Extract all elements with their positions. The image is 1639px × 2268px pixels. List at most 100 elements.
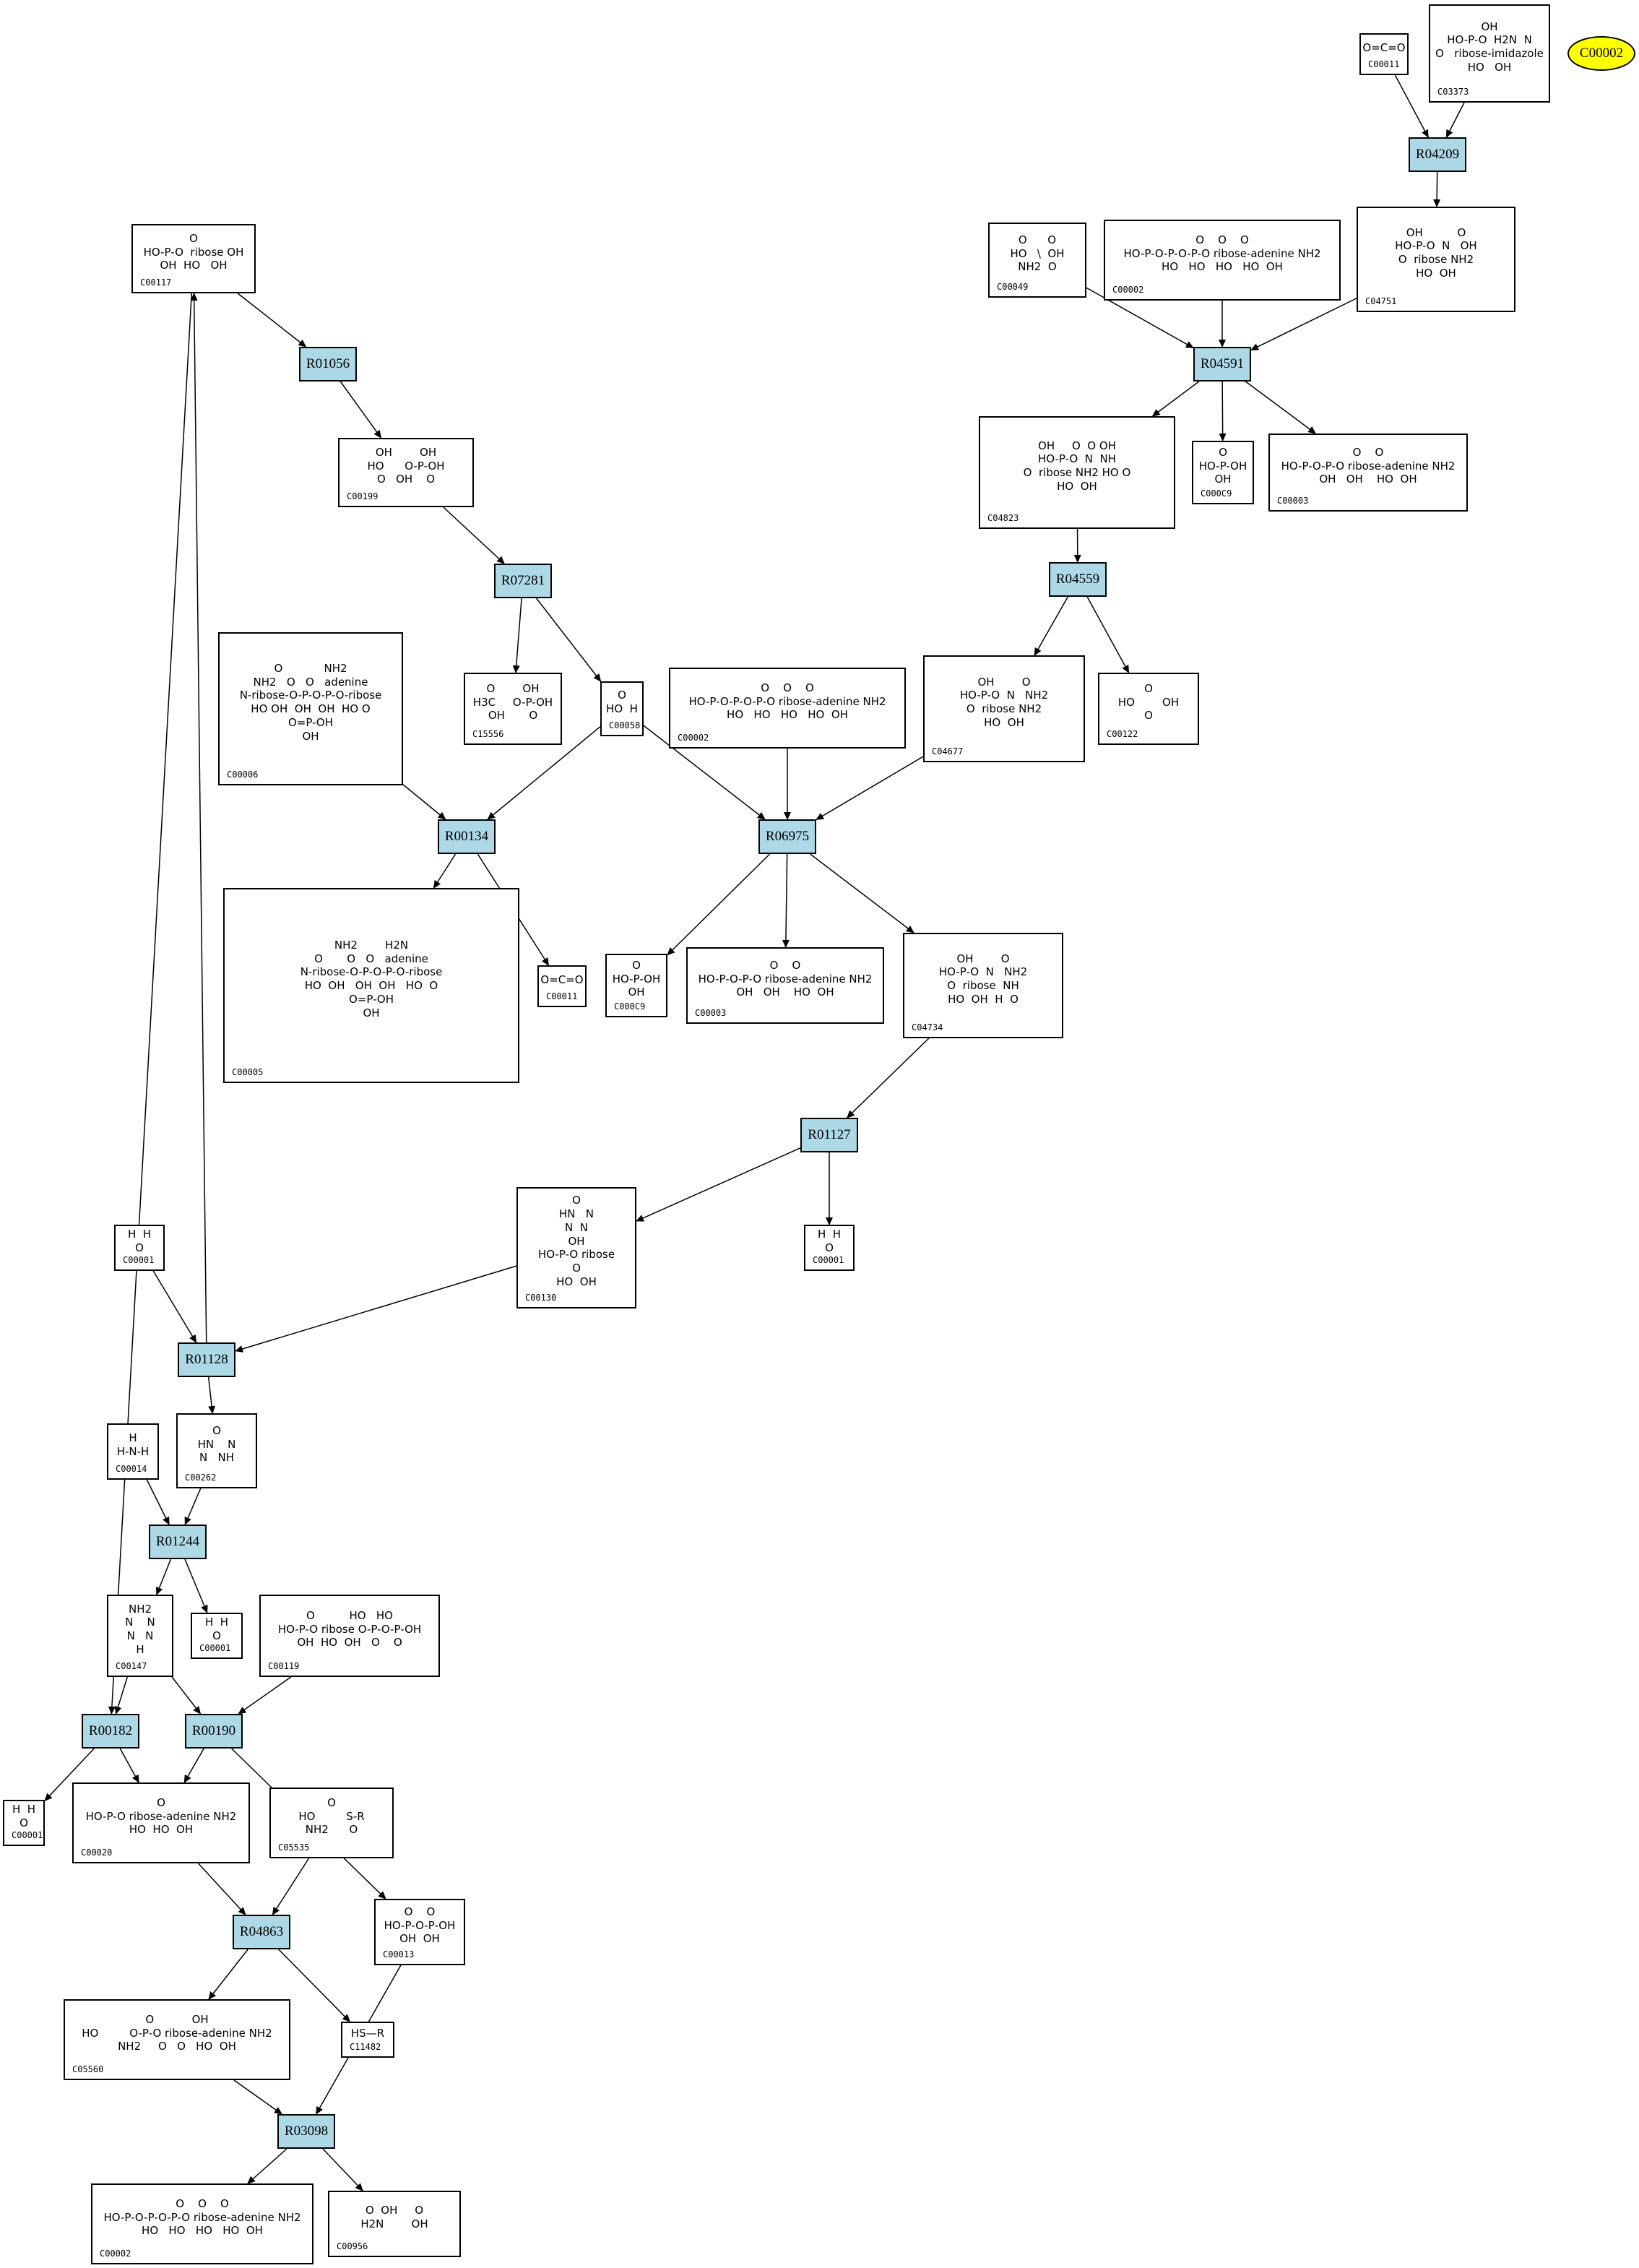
structure-aicar: OH O HO-P-O N NH2 O ribose NH2 HO OH [959, 675, 1049, 729]
compound-C00119[interactable]: O HO HO HO-P-O ribose O-P-O-P-OH OH HO O… [259, 1595, 440, 1677]
structure-dihydroxybutanone-phosphate: O OH H3C O-P-OH OH O [472, 681, 553, 723]
compound-C00001-r01128[interactable]: H H O C00001 [114, 1225, 165, 1271]
compound-id: C15556 [472, 729, 504, 739]
edge-compound-C05560-to-reaction-R03098 [233, 2079, 282, 2115]
structure-ammonia: H H-N-H [116, 1431, 150, 1458]
compound-C04677[interactable]: OH O HO-P-O N NH2 O ribose NH2 HO OH C04… [923, 655, 1085, 762]
compound-C00130[interactable]: O HN N N N OH HO-P-O ribose O HO OH C001… [516, 1187, 636, 1308]
compound-C00262[interactable]: O HN N N NH C00262 [176, 1413, 257, 1488]
reaction-R04559[interactable]: R04559 [1049, 562, 1107, 597]
compound-C15556[interactable]: O OH H3C O-P-OH OH O C15556 [464, 673, 562, 745]
compound-C04751[interactable]: OH O HO-P-O N OH O ribose NH2 HO OH C047… [1357, 207, 1515, 312]
compound-C00003-top[interactable]: O O HO-P-O-P-O ribose-adenine NH2 OH OH … [1268, 434, 1468, 512]
structure-atp: O O O HO-P-O-P-O-P-O ribose-adenine NH2 … [688, 681, 886, 722]
edge-compound-C00058-to-reaction-R06975 [643, 725, 766, 820]
reaction-R01127[interactable]: R01127 [800, 1118, 858, 1152]
structure-atp: O O O HO-P-O-P-O-P-O ribose-adenine NH2 … [103, 2196, 301, 2238]
compound-id: C00005 [232, 1067, 264, 1077]
structure-aminoadipate-protein: O HO S-R NH2 O [298, 1795, 365, 1837]
structure-adp: O O HO-P-O-P-O ribose-adenine NH2 OH OH … [698, 958, 873, 999]
edge-reaction-R04591-to-compound-C00003-top [1245, 381, 1317, 434]
structure-co2: O=C=O [540, 973, 584, 986]
reaction-R04209[interactable]: R04209 [1409, 137, 1466, 172]
structure-aspartate: O O HO \ OH NH2 O [1010, 233, 1065, 274]
compound-C04823[interactable]: OH O O OH HO-P-O N NH O ribose NH2 HO O … [979, 416, 1175, 529]
compound-id: C00956 [337, 2241, 368, 2251]
compound-id: C000C9 [1201, 488, 1232, 499]
compound-C00001-r00182[interactable]: H H O C00001 [3, 1800, 45, 1846]
compound-C00011-mid[interactable]: O=C=O C00011 [537, 965, 587, 1007]
compound-C00006[interactable]: O NH2 NH2 O O adenine N-ribose-O-P-O-P-O… [218, 632, 403, 785]
reaction-R01244[interactable]: R01244 [149, 1525, 207, 1559]
compound-C00002-top[interactable]: O O O HO-P-O-P-O-P-O ribose-adenine NH2 … [1104, 220, 1341, 301]
structure-prpp: O HO HO HO-P-O ribose O-P-O-P-OH OH HO O… [277, 1608, 422, 1650]
structure-thiol-r: HS—R [350, 2026, 385, 2040]
reaction-R04863[interactable]: R04863 [233, 1915, 290, 1949]
compound-C11482[interactable]: HS—R C11482 [341, 2022, 394, 2058]
edge-compound-C04677-to-reaction-R06975 [816, 756, 924, 821]
compound-C00001-r01127[interactable]: H H O C00001 [804, 1225, 855, 1271]
edge-reaction-R06975-to-compound-C00003-mid [782, 853, 790, 948]
compound-id: C00011 [546, 991, 578, 1001]
compound-id: C00122 [1107, 729, 1138, 739]
compound-C00013[interactable]: O O HO-P-O-P-OH OH OH C00013 [374, 1899, 465, 1965]
edge-compound-C03373-to-reaction-R04209 [1445, 102, 1465, 138]
compound-C04734[interactable]: OH O HO-P-O N NH2 O ribose NH HO OH H O … [903, 933, 1063, 1038]
reaction-R00134[interactable]: R00134 [438, 819, 496, 854]
structure-ribose-5-phosphate: O HO-P-O ribose OH OH HO OH [143, 231, 244, 272]
compound-C03373[interactable]: OH HO-P-O H2N N O ribose-imidazole HO OH… [1429, 4, 1550, 103]
compound-id: C00262 [185, 1473, 217, 1483]
edge-reaction-R01128-to-compound-C00117 [190, 293, 207, 1343]
reaction-R03098[interactable]: R03098 [277, 2114, 335, 2149]
structure-air: OH HO-P-O H2N N O ribose-imidazole HO OH [1435, 20, 1544, 74]
compound-id: C00119 [268, 1661, 300, 1671]
edge-compound-C00147-to-reaction-R00190 [171, 1676, 202, 1715]
reaction-R07281[interactable]: R07281 [494, 564, 552, 598]
compound-C00058[interactable]: O HO H C00058 [600, 681, 644, 736]
compound-C00956[interactable]: O OH O H2N OH C00956 [328, 2191, 461, 2257]
compound-id: C03373 [1437, 87, 1469, 97]
compound-C00009-top[interactable]: O HO-P-OH OH C000C9 [1192, 441, 1254, 504]
compound-id: C00001 [12, 1830, 43, 1840]
compound-C00009-mid[interactable]: O HO-P-OH OH C000C9 [605, 954, 667, 1017]
compound-C00049[interactable]: O O HO \ OH NH2 O C00049 [988, 223, 1086, 298]
highlight-compound-ellipse[interactable]: C00002 [1567, 36, 1635, 71]
compound-C00002-mid[interactable]: O O O HO-P-O-P-O-P-O ribose-adenine NH2 … [669, 668, 906, 749]
edge-reaction-R03098-to-compound-C00002-bottom [247, 2148, 287, 2184]
compound-id: C00003 [1277, 496, 1309, 506]
reaction-R06975[interactable]: R06975 [758, 819, 816, 854]
edge-compound-C00014-to-reaction-R01244 [146, 1479, 170, 1525]
compound-id: C00001 [123, 1255, 155, 1265]
compound-C00005[interactable]: NH2 H2N O O O adenine N-ribose-O-P-O-P-O… [223, 888, 519, 1083]
compound-id: C00002 [100, 2248, 131, 2259]
edge-compound-C00262-to-reaction-R01244 [184, 1488, 202, 1525]
compound-C00117[interactable]: O HO-P-O ribose OH OH HO OH C00117 [131, 224, 256, 293]
compound-id: C00058 [609, 720, 641, 730]
edge-compound-C00130-to-reaction-R01128 [235, 1265, 517, 1353]
structure-adp: O O HO-P-O-P-O ribose-adenine NH2 OH OH … [1281, 445, 1456, 486]
reaction-R01128[interactable]: R01128 [178, 1342, 235, 1377]
compound-C00003-mid[interactable]: O O HO-P-O-P-O ribose-adenine NH2 OH OH … [686, 947, 884, 1024]
compound-C00002-bottom[interactable]: O O O HO-P-O-P-O-P-O ribose-adenine NH2 … [91, 2183, 313, 2264]
reaction-R00182[interactable]: R00182 [82, 1714, 139, 1749]
structure-fumarate: O HO OH O [1117, 681, 1180, 723]
reaction-R04591[interactable]: R04591 [1193, 347, 1251, 381]
compound-C00122[interactable]: O HO OH O C00122 [1098, 673, 1199, 745]
edge-reaction-R00134-to-compound-C00005 [433, 853, 457, 889]
compound-C00014[interactable]: H H-N-H C00014 [107, 1423, 159, 1480]
edge-reaction-R03098-to-compound-C00956 [322, 2148, 363, 2191]
reaction-R01056[interactable]: R01056 [299, 347, 357, 381]
structure-water: H H O [12, 1803, 36, 1829]
compound-C00001-r01244[interactable]: H H O C00001 [191, 1613, 243, 1659]
compound-C00199[interactable]: OH OH HO O-P-OH O OH O C00199 [338, 438, 474, 507]
edge-compound-C05535-to-reaction-R04863 [272, 1858, 310, 1915]
compound-id: C00003 [695, 1008, 727, 1018]
compound-C00020[interactable]: O HO-P-O ribose-adenine NH2 HO HO OH C00… [72, 1782, 250, 1863]
compound-C05560[interactable]: O OH HO O-P-O ribose-adenine NH2 NH2 O O… [64, 1999, 290, 2080]
compound-C00011-top[interactable]: O=C=O C00011 [1359, 33, 1409, 75]
compound-C00147[interactable]: NH2 N N N N H C00147 [107, 1595, 173, 1677]
edge-reaction-R07281-to-compound-C00058 [535, 598, 602, 682]
compound-C05535[interactable]: O HO S-R NH2 O C05535 [269, 1788, 394, 1858]
edge-reaction-R01244-to-compound-C00147 [155, 1558, 172, 1595]
reaction-R00190[interactable]: R00190 [185, 1714, 243, 1749]
